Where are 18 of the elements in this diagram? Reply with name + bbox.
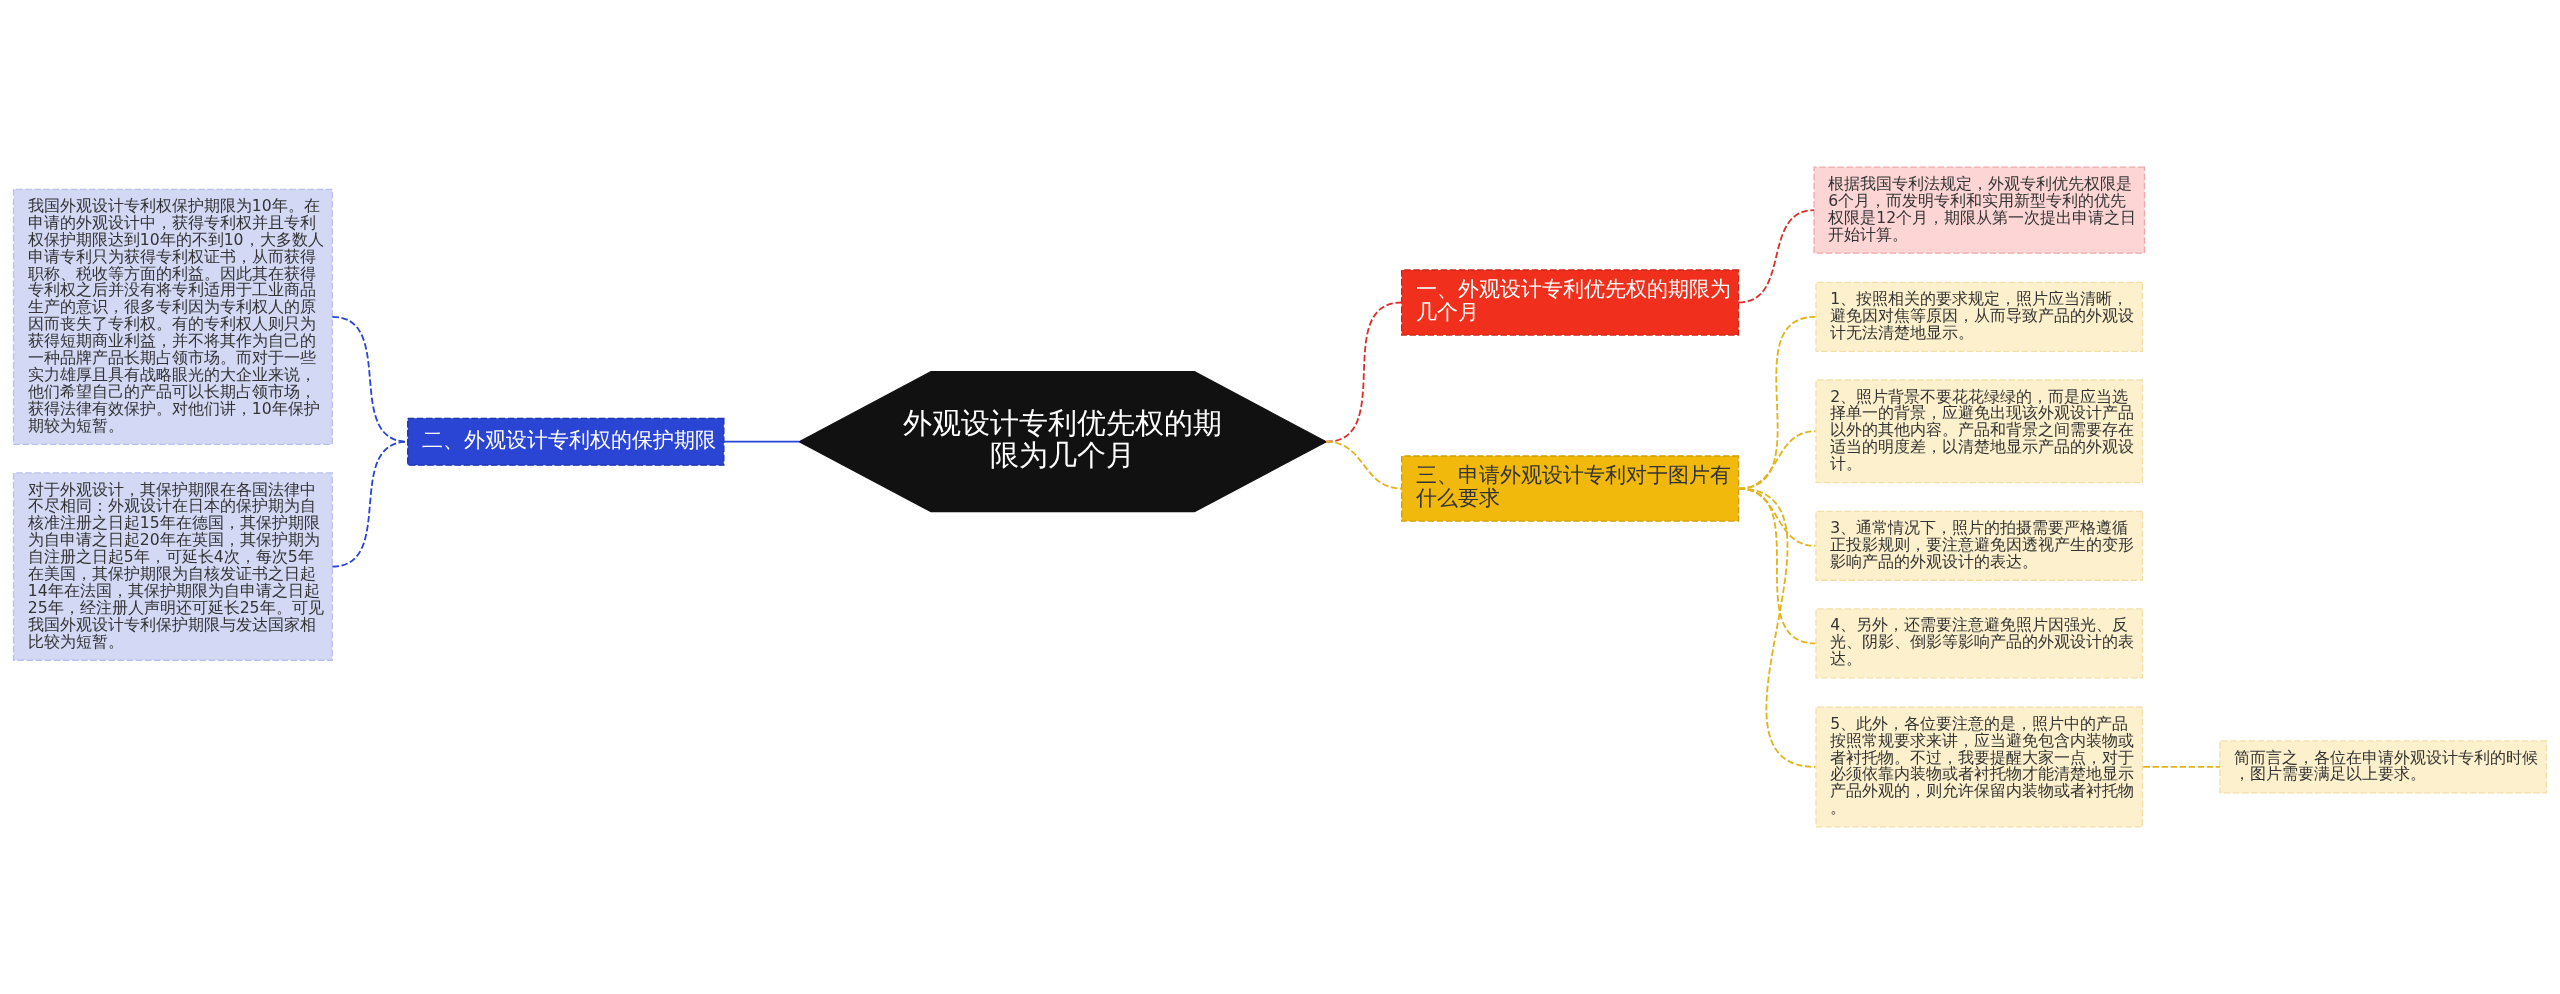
node-box: 我国外观设计专利权保护期限为10年。在申请的外观设计中，获得专利权并且专利权保护期限达到10年的不到10，大多数人申请专利只为获得专利权证书，从而获得职称、税收等方面的利益。因此其在获得专利权之后并没有将专利适用于工业商品生产的意识，很多专利因为专利权人的原因而丧失了专利权。有的专利权人则只为获得短期商业利益，并不将其作为自己的一种品牌产品长期占领市场。而对于一些实力雄厚且具有战略眼光的大企业来说，他们希望自己的产品可以长期占领市场，获得法律有效保护。对他们讲，10年保护期较为短暂。 [12,188,333,445]
connector [1737,487,1817,768]
node-box: 三、申请外观设计专利对于图片有什么要求 [1401,455,1740,522]
node-box: 2、照片背景不要花花绿绿的，而是应当选择单一的背景，应避免出现该外观设计产品以外的其他内容。产品和背景之间需要存在适当的明度差，以清楚地显示产品的外观设计。 [1815,379,2144,484]
connector [2142,766,2221,768]
node-box: 二、外观设计专利权的保护期限 [407,417,725,466]
node-box: 4、另外，还需要注意避免照片因强光、反光、阴影、倒影等影响产品的外观设计的表达。 [1815,608,2144,679]
connector [1325,440,1403,490]
node-box: 对于外观设计，其保护期限在各国法律中不尽相同：外观设计在日本的保护期为自核准注册之日起15年在德国，其保护期限为自申请之日起20年在英国，其保护期为自注册之日起5年，可延长4次，每次5年在美国，其保护期限为自核发证书之日起14年在法国，其保护期限为自申请之日起25年，经注册人声明还可延长25年。可见我国外观设计专利保护期限与发达国家相比较为短暂。 [12,472,333,661]
node-box: 3、通常情况下，照片的拍摄需要严格遵循正投影规则，要注意避免因透视产生的变形影响产品的外观设计的表达。 [1815,510,2144,581]
node-box: 一、外观设计专利优先权的期限为几个月 [1401,269,1740,336]
connector [1737,209,1815,304]
node-box: 1、按照相关的要求规定，照片应当清晰，避免因对焦等原因，从而导致产品的外观设计无法清楚地显示。 [1815,281,2144,352]
connector [722,440,801,443]
connector [1737,487,1817,645]
node-box: 5、此外，各位要注意的是，照片中的产品按照常规要求来讲，应当避免包含内装物或者衬托物。不过，我要提醒大家一点，对于必须依靠内装物或者衬托物才能清楚地显示产品外观的，则允许保留内装物或者衬托物。 [1815,706,2144,828]
node-box: 根据我国专利法规定，外观专利优先权限是6个月，而发明专利和实用新型专利的优先权限是12个月，期限从第一次提出申请之日开始计算。 [1813,166,2146,254]
node-box: 简而言之，各位在申请外观设计专利的时候，图片需要满足以上要求。 [2219,740,2548,794]
